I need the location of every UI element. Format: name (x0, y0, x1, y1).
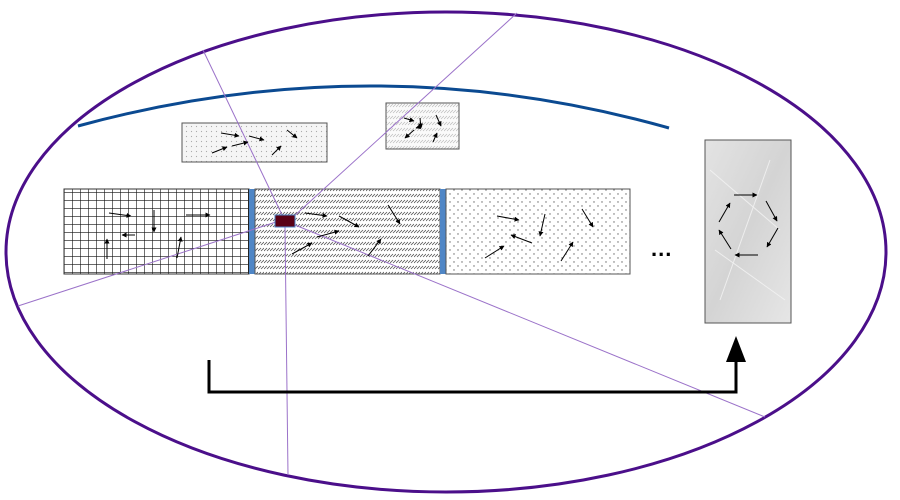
hatched-section (254, 188, 441, 275)
grid-section (63, 188, 250, 275)
continuation-ellipsis: ... (651, 236, 673, 261)
dotted-section (445, 188, 631, 275)
bracket-arc (77, 84, 670, 130)
outer-ellipse (4, 10, 888, 494)
zoom-lines (17, 12, 766, 476)
particle-arrows (104, 114, 779, 262)
highlight-cell (274, 214, 296, 228)
separator-bar-2 (440, 189, 446, 274)
flow-arrowhead (726, 336, 746, 362)
separator-bar-1 (249, 189, 255, 274)
detail-box-hatched (385, 102, 460, 150)
detail-box-dotted (181, 122, 328, 163)
flow-arrow (207, 352, 738, 394)
